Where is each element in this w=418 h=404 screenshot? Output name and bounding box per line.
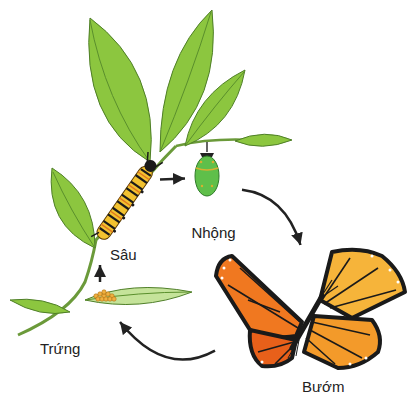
stage-label: Nhộng: [191, 224, 235, 242]
cycle-arrow: [242, 190, 301, 245]
stage-node: Bướm: [215, 245, 405, 398]
chrysalis: [195, 142, 219, 196]
stage-label: Bướm: [302, 378, 344, 396]
cycle-arrow: [99, 265, 102, 282]
egg-cluster: [94, 290, 116, 301]
stage-label: Sâu: [110, 246, 137, 264]
caterpillar: [90, 152, 164, 247]
stage-node: Trứng: [38, 282, 120, 362]
cycle-arrow: [120, 322, 215, 360]
stage-node: Sâu: [88, 158, 160, 265]
butterfly: [216, 250, 405, 368]
stage-node: Nhộng: [185, 148, 242, 243]
cycle-arrow: [160, 178, 185, 179]
stage-label: Trứng: [40, 340, 80, 358]
